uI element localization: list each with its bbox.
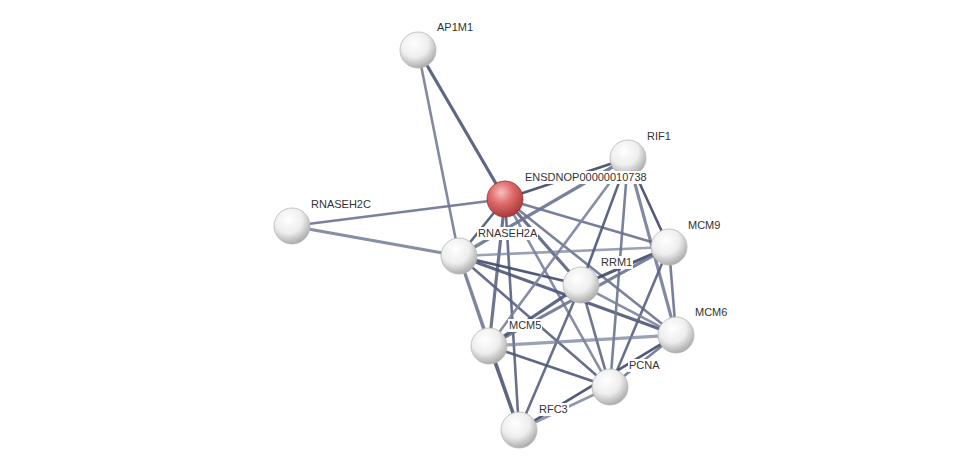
protein-label: MCM6: [694, 306, 728, 319]
protein-label: RFC3: [538, 403, 569, 416]
protein-label: RNASEH2C: [310, 198, 372, 211]
protein-circle: [657, 316, 695, 354]
protein-node: PCNA: [591, 368, 629, 406]
interaction-line: [506, 352, 593, 381]
interaction-line: [427, 66, 496, 184]
interaction-line: [517, 213, 569, 272]
protein-label: RIF1: [646, 130, 672, 143]
interaction-line: [519, 210, 662, 324]
interaction-line: [422, 68, 456, 239]
protein-node: RNASEH2A: [440, 237, 478, 275]
protein-circle: [273, 207, 311, 245]
protein-node: ENSDNOP00000010738: [486, 180, 524, 218]
interaction-line: [505, 256, 653, 338]
protein-label: RNASEH2A: [477, 227, 538, 240]
interaction-line: [507, 336, 658, 345]
interaction-line: [310, 229, 442, 253]
protein-node: MCM5: [470, 327, 508, 365]
protein-circle: [399, 31, 437, 69]
protein-node: RFC3: [500, 411, 538, 449]
protein-circle: [470, 327, 508, 365]
protein-circle: [650, 228, 688, 266]
interaction-line: [598, 254, 653, 278]
interaction-line: [477, 248, 651, 255]
interaction-line: [535, 395, 593, 423]
interaction-line: [670, 265, 674, 317]
protein-node: RNASEH2C: [273, 207, 311, 245]
protein-label: MCM9: [687, 219, 721, 232]
interaction-line: [495, 363, 513, 413]
protein-node: MCM9: [650, 228, 688, 266]
protein-label: MCM5: [508, 319, 542, 332]
interaction-line: [597, 293, 660, 326]
interaction-line: [504, 295, 566, 336]
interaction-line: [586, 302, 605, 369]
protein-label: RRM1: [600, 256, 633, 269]
protein-circle: [486, 180, 524, 218]
protein-circle: [500, 411, 538, 449]
protein-label: AP1M1: [436, 21, 474, 34]
interaction-line: [465, 273, 513, 413]
protein-label: PCNA: [628, 359, 661, 372]
interaction-line: [624, 346, 662, 376]
protein-circle: [562, 266, 600, 304]
protein-node: MCM6: [657, 316, 695, 354]
protein-node: AP1M1: [399, 31, 437, 69]
protein-label: ENSDNOP00000010738: [524, 171, 648, 184]
protein-circle: [591, 368, 629, 406]
interaction-line: [534, 344, 660, 420]
protein-node: RRM1: [562, 266, 600, 304]
protein-circle: [440, 237, 478, 275]
